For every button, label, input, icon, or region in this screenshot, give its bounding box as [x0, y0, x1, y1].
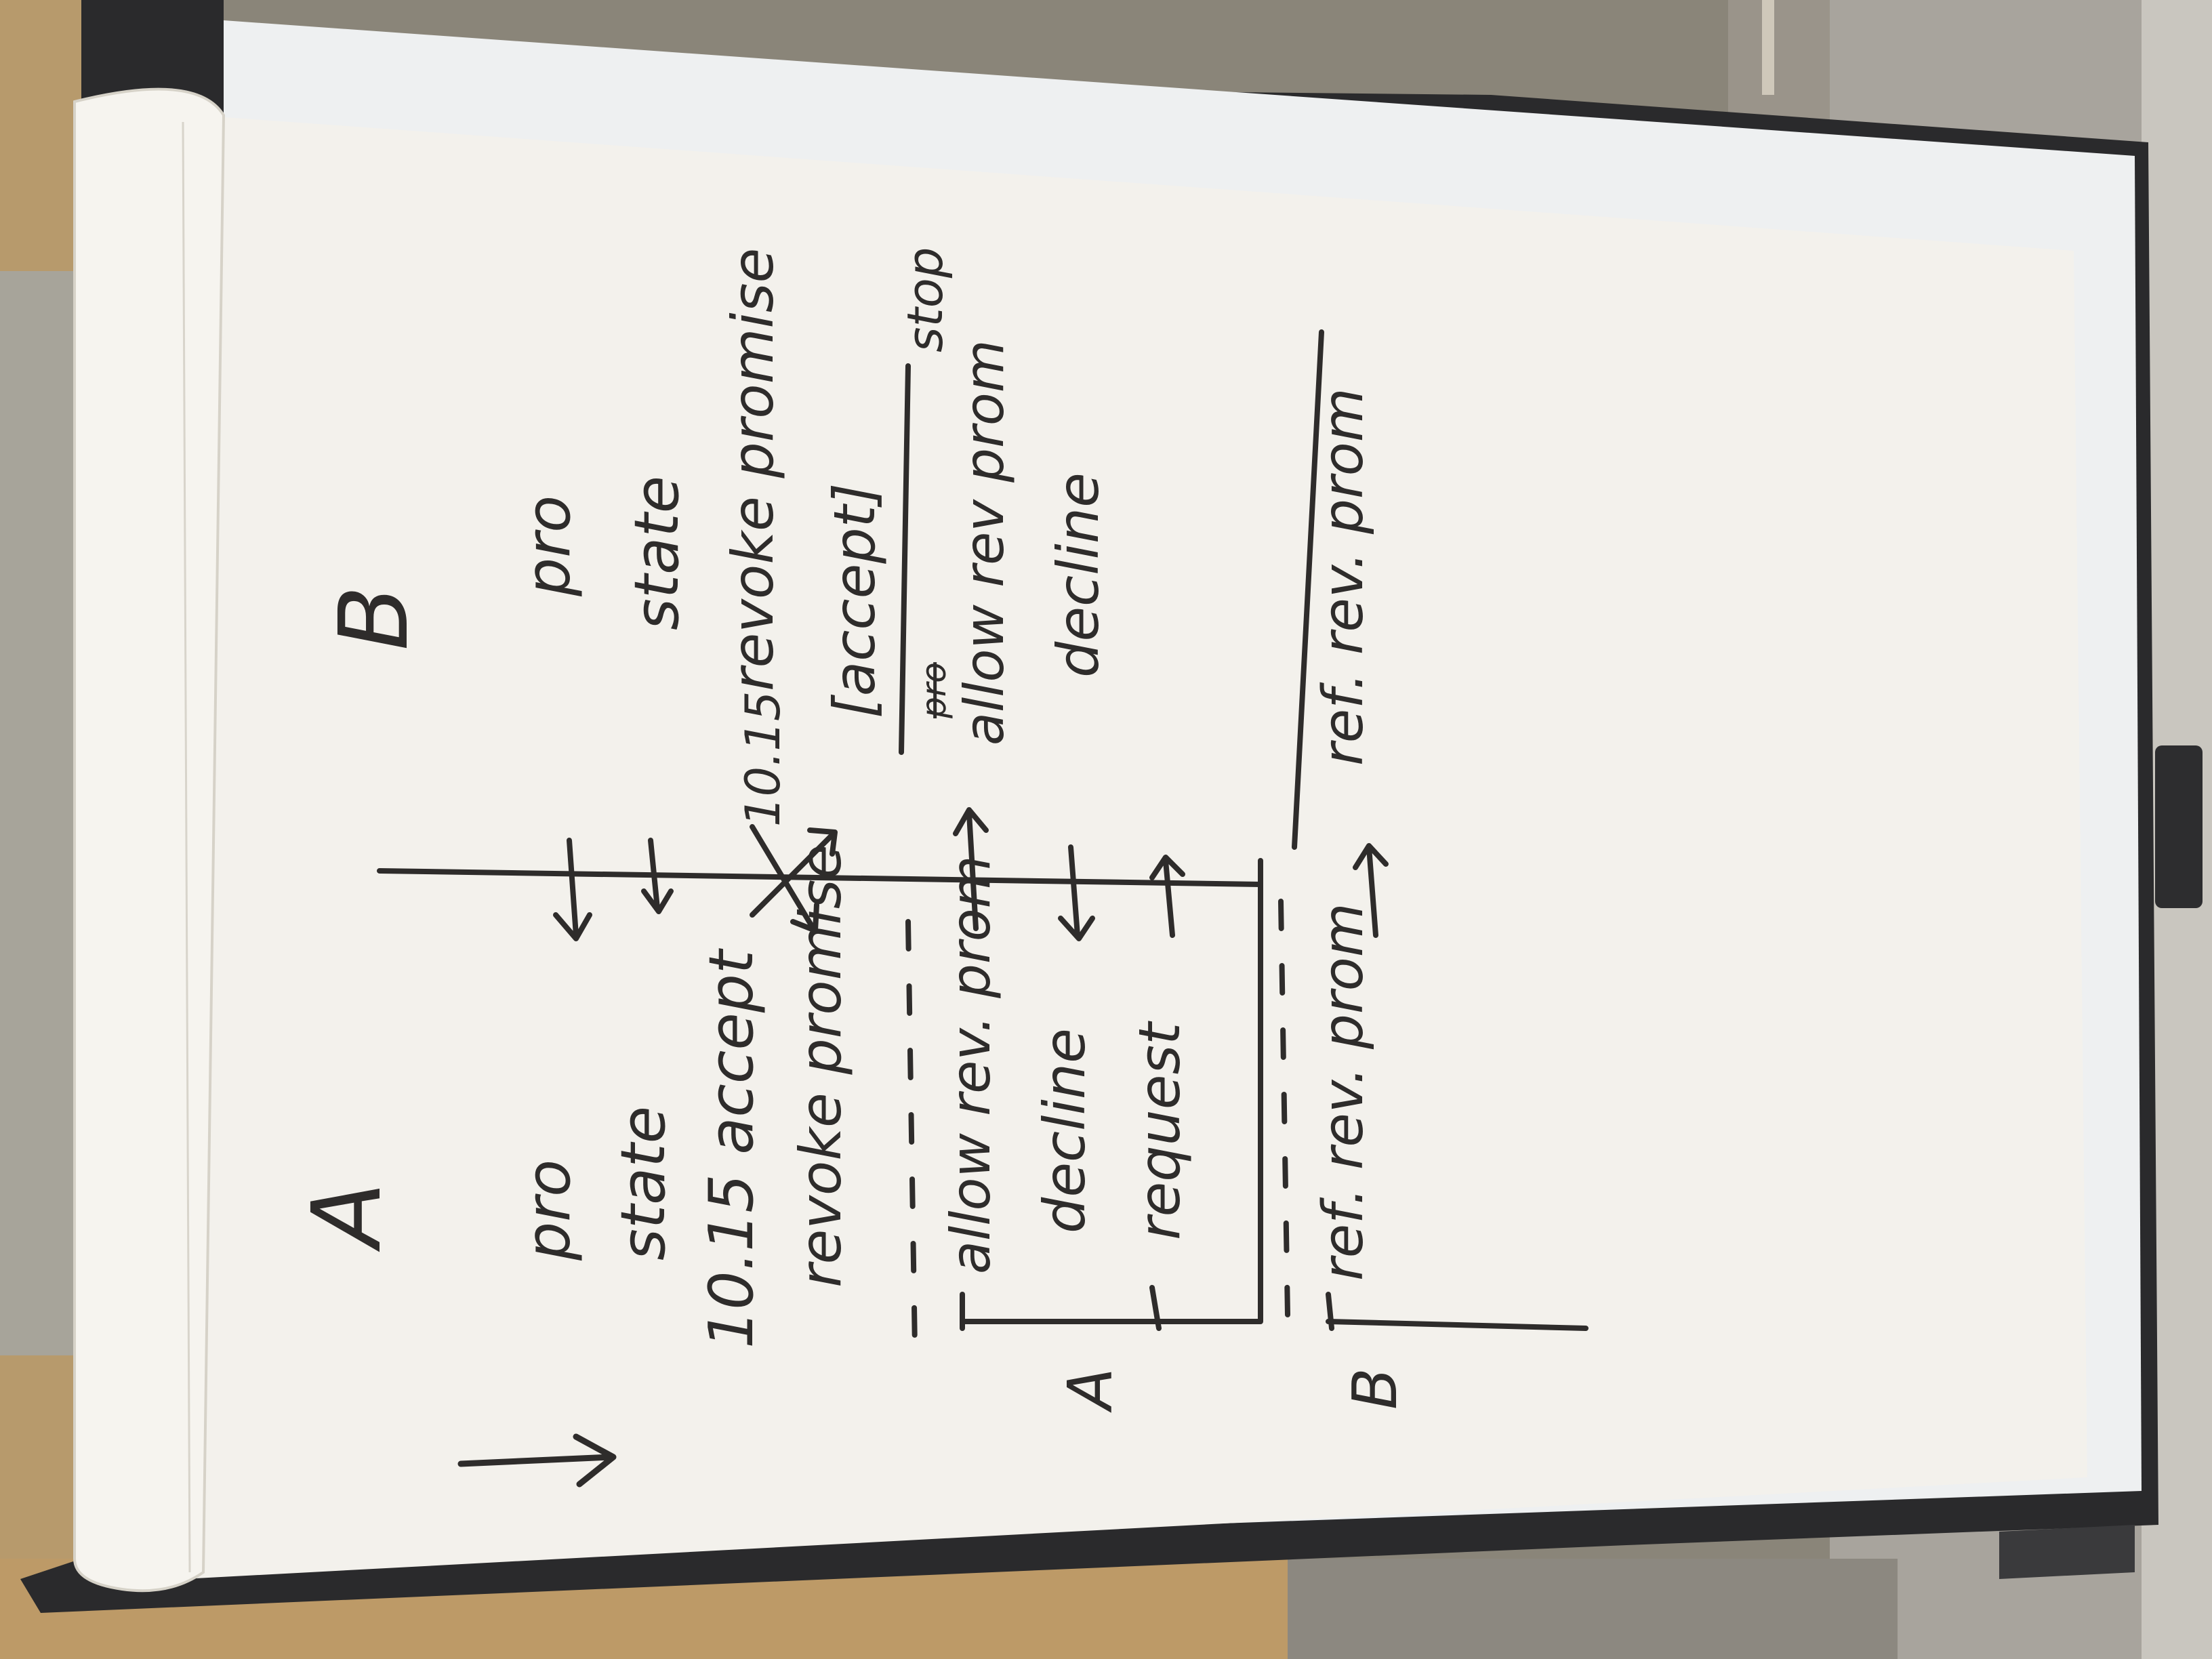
- arrow-request: [1149, 855, 1185, 938]
- side-a-line-3: 10.15 accept: [696, 947, 767, 1349]
- section-b-right-1: ref. rev. prom: [1311, 388, 1376, 766]
- arrow-state: [641, 838, 674, 914]
- arrow-allow: [953, 807, 989, 931]
- section-a-left-1: allow rev. prom: [939, 855, 1002, 1274]
- side-a-line-1: pro: [513, 1160, 584, 1261]
- arrow-decline: [1058, 844, 1095, 941]
- side-b-line-4: revoke promise: [720, 248, 786, 691]
- rule-b-2: [1292, 329, 1324, 850]
- section-a-right-1: allow rev prom: [953, 340, 1016, 745]
- section-a-left-3: request: [1126, 1021, 1193, 1240]
- side-a-line-4: revoke promise: [787, 844, 854, 1288]
- heading-b: B: [319, 586, 430, 651]
- side-b-line-2: state: [621, 476, 693, 630]
- section-a-left-2: decline: [1031, 1028, 1098, 1233]
- arrow-pro: [553, 838, 592, 941]
- side-a-line-2: state: [608, 1106, 679, 1261]
- section-a-box: [960, 858, 1263, 1324]
- section-b-left-1: ref. rev. prom: [1311, 903, 1376, 1281]
- side-b-line-5: [accept]: [821, 483, 888, 718]
- section-b-label: B: [1340, 1368, 1411, 1410]
- section-b-tick: [1326, 1292, 1334, 1331]
- dashed-line-1: [905, 919, 918, 1351]
- section-a-label: A: [1055, 1368, 1126, 1413]
- side-b-line-1: pro: [513, 495, 584, 597]
- section-b-rule: [1326, 1319, 1589, 1331]
- side-b-line-3: 10.15: [735, 691, 791, 827]
- arrow-cross-1: [750, 827, 838, 918]
- timeline: [377, 868, 1263, 887]
- heading-a: A: [292, 1182, 403, 1252]
- dashed-line-2: [1278, 899, 1290, 1317]
- section-a-right-2: decline: [1045, 472, 1111, 678]
- arrow-ref: [1353, 843, 1389, 938]
- down-arrow: [457, 1433, 617, 1488]
- stop-label: stop: [897, 247, 954, 353]
- arrow-cross-2: [750, 824, 819, 933]
- section-a-crossed-word: pro: [914, 662, 954, 719]
- paper-pad: [73, 87, 2087, 1593]
- handwritten-diagram: A B pro state 10.15 accept revoke promis…: [292, 247, 1589, 1488]
- rule-b-1: [899, 363, 911, 755]
- section-a-tick-2: [1149, 1285, 1162, 1331]
